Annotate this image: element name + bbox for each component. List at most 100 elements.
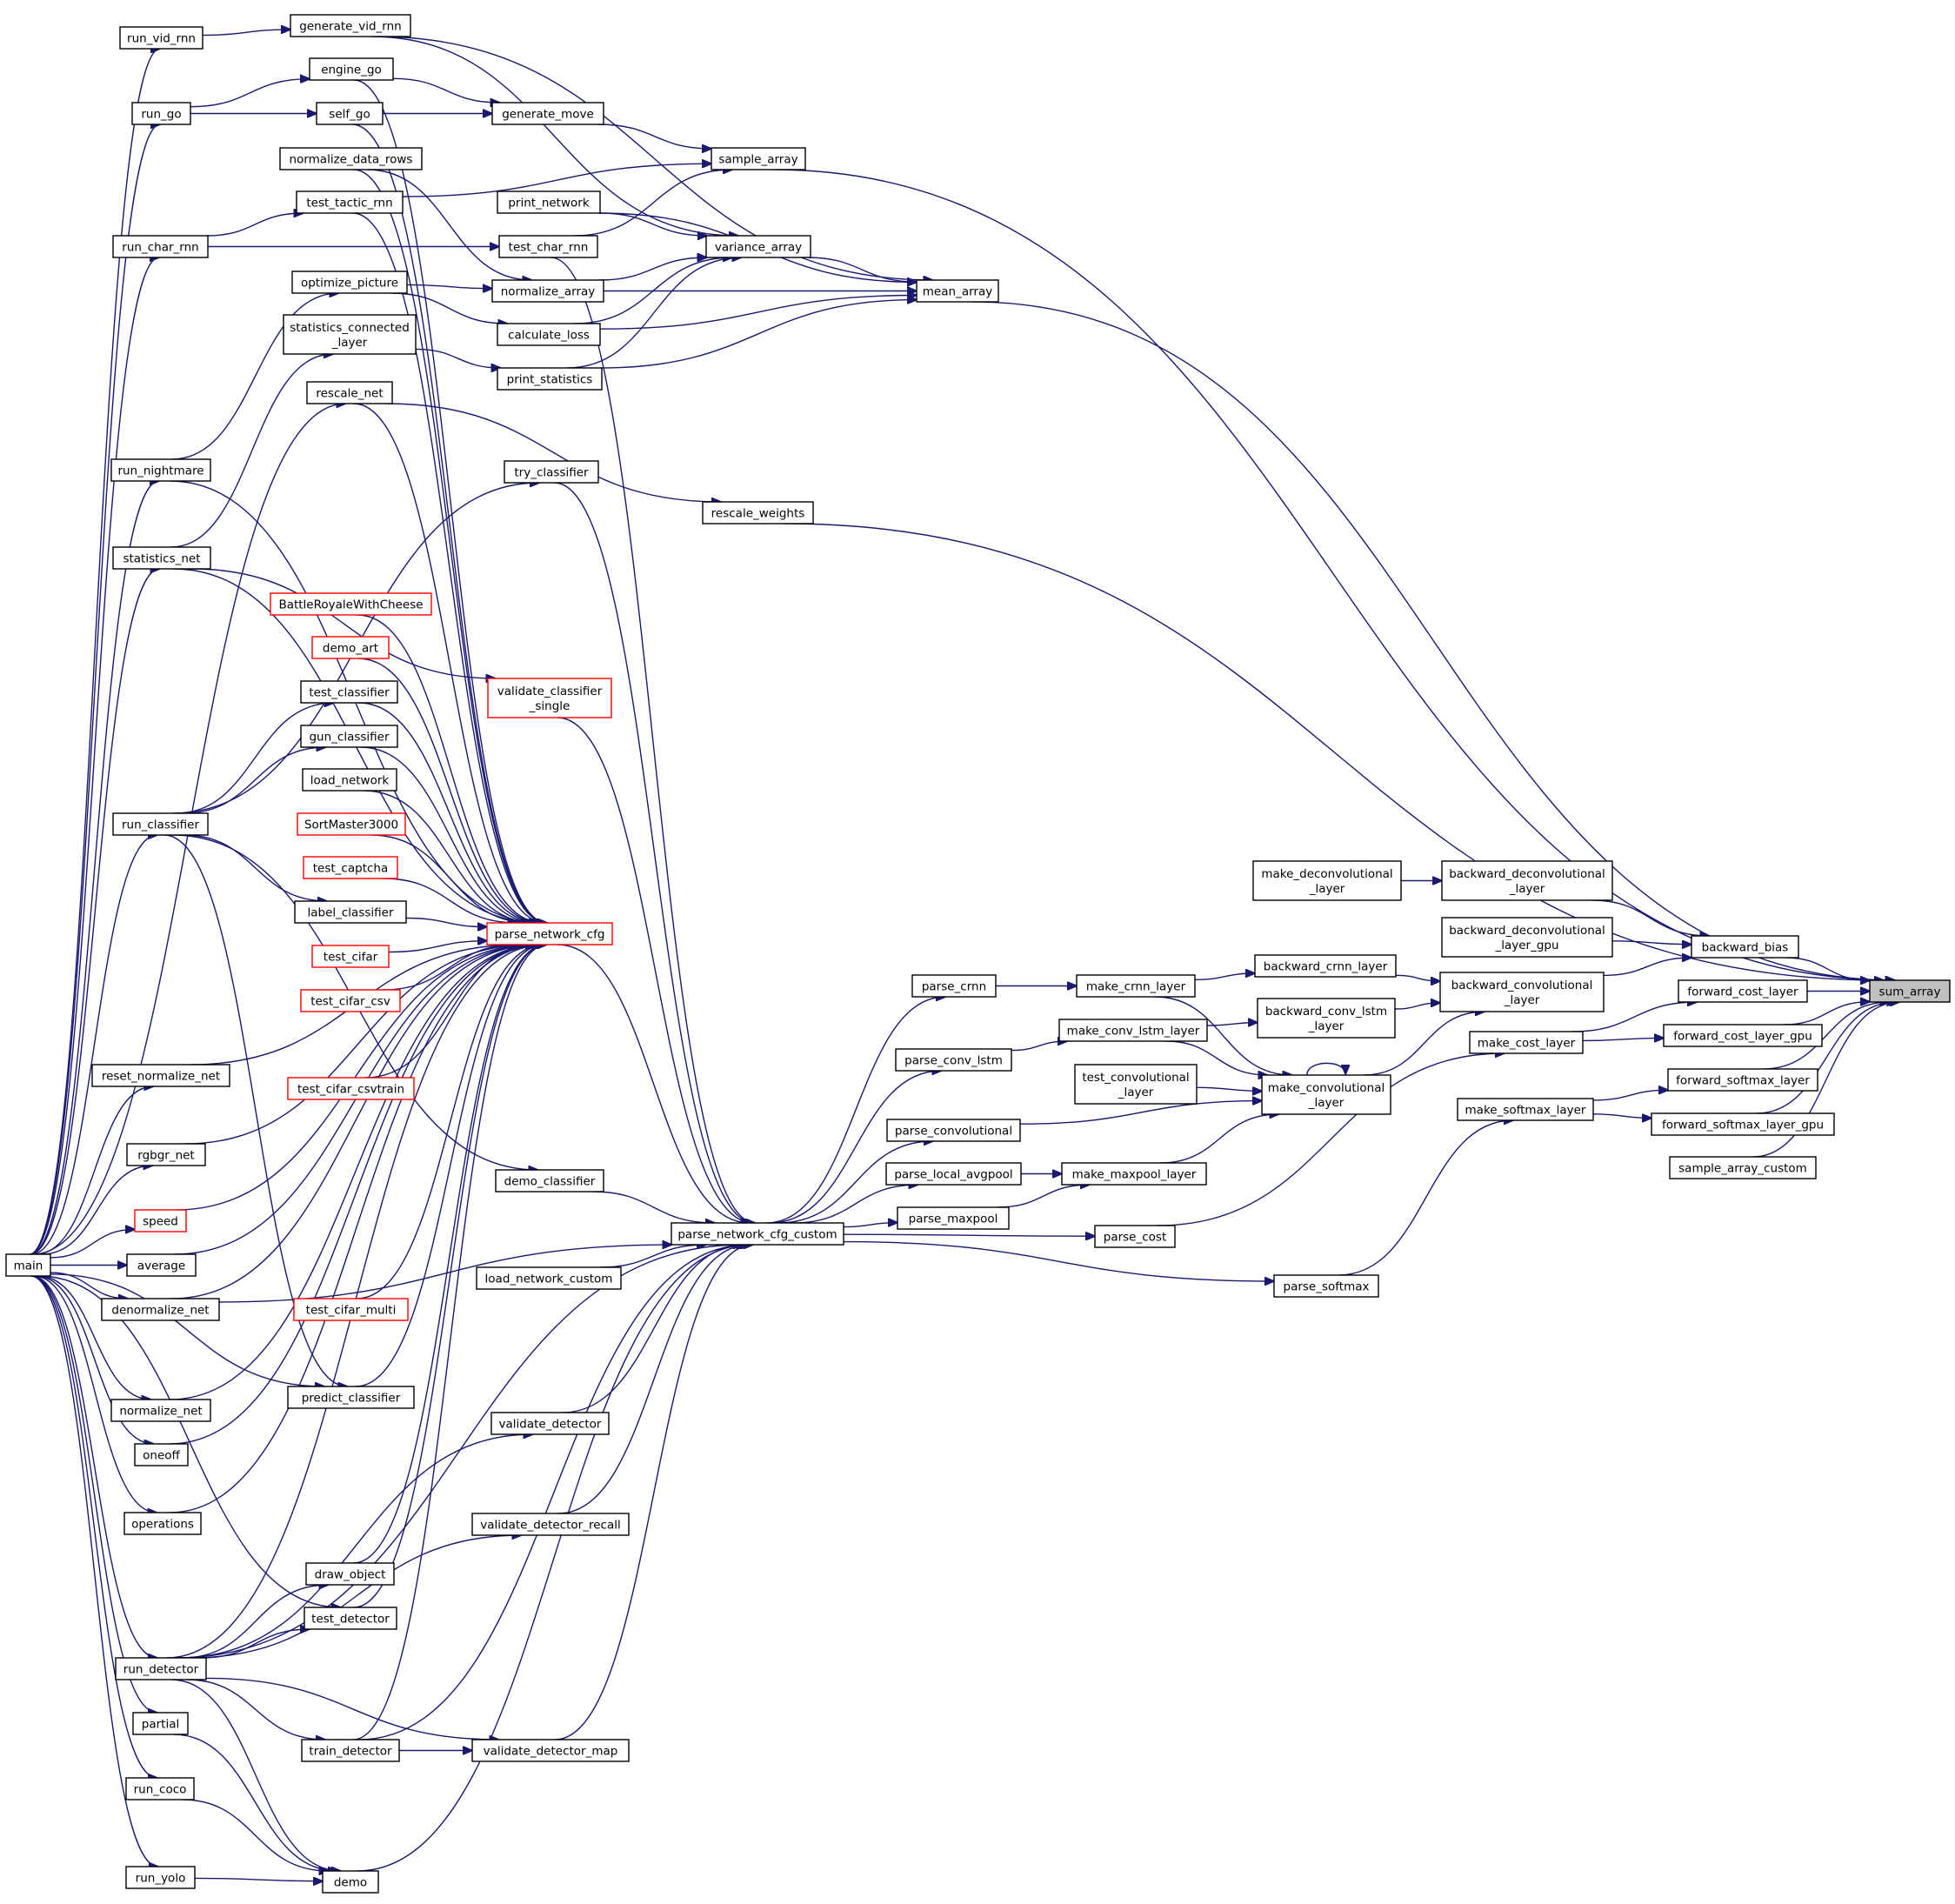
node-box-sortmaster3000[interactable] [297, 812, 406, 836]
node-self-go[interactable]: self_go [316, 102, 384, 125]
node-normalize-net[interactable]: normalize_net [110, 1399, 211, 1422]
node-battleroyalewithcheese[interactable]: BattleRoyaleWithCheese [270, 592, 432, 616]
node-box-normalize-net[interactable] [110, 1399, 211, 1422]
node-box-mean-array[interactable] [916, 279, 999, 303]
node-test-captcha[interactable]: test_captcha [303, 856, 398, 879]
node-box-backward-crnn-layer[interactable] [1254, 954, 1397, 978]
node-box-backward-convolutional-layer[interactable] [1439, 972, 1605, 1012]
node-box-reset-normalize-net[interactable] [91, 1064, 230, 1087]
node-box-statistics-connected-layer[interactable] [283, 314, 417, 355]
node-test-detector[interactable]: test_detector [304, 1607, 397, 1630]
node-test-classifier[interactable]: test_classifier [300, 680, 398, 704]
node-generate-vid-rnn[interactable]: generate_vid_rnn [290, 14, 411, 37]
node-demo-classifier[interactable]: demo_classifier [495, 1169, 604, 1193]
node-test-tactic-rnn[interactable]: test_tactic_rnn [296, 190, 404, 214]
node-box-parse-maxpool[interactable] [897, 1206, 1010, 1230]
node-forward-cost-layer[interactable]: forward_cost_layer [1678, 979, 1808, 1003]
node-denormalize-net[interactable]: denormalize_net [101, 1298, 220, 1321]
node-box-validate-detector-map[interactable] [471, 1739, 630, 1762]
node-calculate-loss[interactable]: calculate_loss [497, 323, 601, 346]
node-box-run-go[interactable] [131, 102, 191, 125]
node-draw-object[interactable]: draw_object [305, 1562, 395, 1586]
node-oneoff[interactable]: oneoff [134, 1443, 189, 1466]
node-engine-go[interactable]: engine_go [309, 57, 394, 81]
node-box-forward-cost-layer-gpu[interactable] [1663, 1024, 1823, 1047]
node-make-conv-lstm-layer[interactable]: make_conv_lstm_layer [1058, 1019, 1208, 1042]
node-parse-conv-lstm[interactable]: parse_conv_lstm [895, 1048, 1012, 1072]
node-box-run-coco[interactable] [125, 1777, 195, 1800]
node-box-backward-conv-lstm-layer[interactable] [1257, 998, 1396, 1039]
node-box-operations[interactable] [123, 1512, 202, 1535]
node-parse-network-cfg-custom[interactable]: parse_network_cfg_custom [671, 1222, 844, 1246]
node-box-generate-vid-rnn[interactable] [290, 14, 411, 37]
node-box-make-deconvolutional-layer[interactable] [1252, 860, 1402, 901]
node-box-parse-softmax[interactable] [1273, 1274, 1379, 1298]
node-box-gun-classifier[interactable] [300, 725, 398, 748]
node-box-demo-art[interactable] [311, 636, 390, 659]
node-box-forward-softmax-layer[interactable] [1667, 1068, 1818, 1092]
node-box-load-network[interactable] [302, 768, 397, 792]
node-run-vid-rnn[interactable]: run_vid_rnn [119, 26, 204, 50]
node-box-parse-network-cfg[interactable] [486, 922, 613, 945]
node-box-run-classifier[interactable] [112, 812, 209, 836]
node-box-load-network-custom[interactable] [476, 1266, 622, 1290]
node-box-sample-array-custom[interactable] [1669, 1156, 1817, 1179]
node-backward-bias[interactable]: backward_bias [1691, 935, 1799, 959]
node-demo[interactable]: demo [322, 1870, 379, 1894]
node-box-run-char-rnn[interactable] [112, 235, 209, 258]
node-box-print-statistics[interactable] [497, 367, 603, 391]
node-run-nightmare[interactable]: run_nightmare [110, 458, 211, 482]
node-box-run-nightmare[interactable] [110, 458, 211, 482]
node-make-deconvolutional-layer[interactable]: make_deconvolutional_layer [1252, 860, 1402, 901]
node-box-partial[interactable] [132, 1712, 189, 1735]
node-box-train-detector[interactable] [301, 1739, 400, 1762]
node-validate-classifier-single[interactable]: validate_classifier_single [487, 678, 612, 718]
node-box-label-classifier[interactable] [294, 900, 407, 924]
node-average[interactable]: average [126, 1253, 197, 1277]
node-box-test-classifier[interactable] [300, 680, 398, 704]
node-backward-convolutional-layer[interactable]: backward_convolutional_layer [1439, 972, 1605, 1012]
node-box-sample-array[interactable] [711, 147, 806, 170]
node-backward-deconvolutional-layer-gpu[interactable]: backward_deconvolutional_layer_gpu [1441, 917, 1613, 958]
node-try-classifier[interactable]: try_classifier [504, 460, 599, 484]
node-run-go[interactable]: run_go [131, 102, 191, 125]
node-box-backward-bias[interactable] [1691, 935, 1799, 959]
node-parse-cost[interactable]: parse_cost [1094, 1225, 1176, 1248]
node-sample-array[interactable]: sample_array [711, 147, 806, 170]
node-partial[interactable]: partial [132, 1712, 189, 1735]
node-main[interactable]: main [5, 1253, 51, 1277]
node-box-make-conv-lstm-layer[interactable] [1058, 1019, 1208, 1042]
node-operations[interactable]: operations [123, 1512, 202, 1535]
node-box-parse-local-avgpool[interactable] [885, 1162, 1022, 1186]
node-box-parse-cost[interactable] [1094, 1225, 1176, 1248]
node-box-print-network[interactable] [497, 190, 601, 214]
node-box-test-char-rnn[interactable] [498, 235, 598, 258]
node-train-detector[interactable]: train_detector [301, 1739, 400, 1762]
node-box-parse-crnn[interactable] [911, 974, 997, 998]
node-box-make-softmax-layer[interactable] [1457, 1098, 1594, 1121]
node-box-statistics-net[interactable] [112, 546, 211, 570]
node-box-backward-deconvolutional-layer[interactable] [1441, 860, 1613, 901]
node-test-cifar-csv[interactable]: test_cifar_csv [300, 989, 401, 1012]
node-box-run-detector[interactable] [115, 1657, 207, 1680]
node-box-validate-detector-recall[interactable] [471, 1513, 630, 1536]
node-variance-array[interactable]: variance_array [705, 235, 811, 258]
node-box-run-yolo[interactable] [125, 1866, 196, 1889]
node-run-char-rnn[interactable]: run_char_rnn [112, 235, 209, 258]
node-rgbgr-net[interactable]: rgbgr_net [126, 1143, 206, 1166]
node-box-sum-array[interactable] [1869, 979, 1951, 1003]
node-validate-detector-map[interactable]: validate_detector_map [471, 1739, 630, 1762]
node-box-parse-convolutional[interactable] [886, 1119, 1021, 1142]
node-parse-softmax[interactable]: parse_softmax [1273, 1274, 1379, 1298]
node-statistics-connected-layer[interactable]: statistics_connected_layer [283, 314, 417, 355]
node-box-draw-object[interactable] [305, 1562, 395, 1586]
node-backward-crnn-layer[interactable]: backward_crnn_layer [1254, 954, 1397, 978]
node-box-test-cifar-multi[interactable] [293, 1298, 409, 1321]
node-box-try-classifier[interactable] [504, 460, 599, 484]
node-normalize-data-rows[interactable]: normalize_data_rows [279, 147, 423, 170]
node-box-battleroyalewithcheese[interactable] [270, 592, 432, 616]
node-box-test-convolutional-layer[interactable] [1074, 1064, 1198, 1105]
node-sortmaster3000[interactable]: SortMaster3000 [297, 812, 406, 836]
node-parse-convolutional[interactable]: parse_convolutional [886, 1119, 1021, 1142]
node-box-rescale-weights[interactable] [702, 501, 814, 524]
